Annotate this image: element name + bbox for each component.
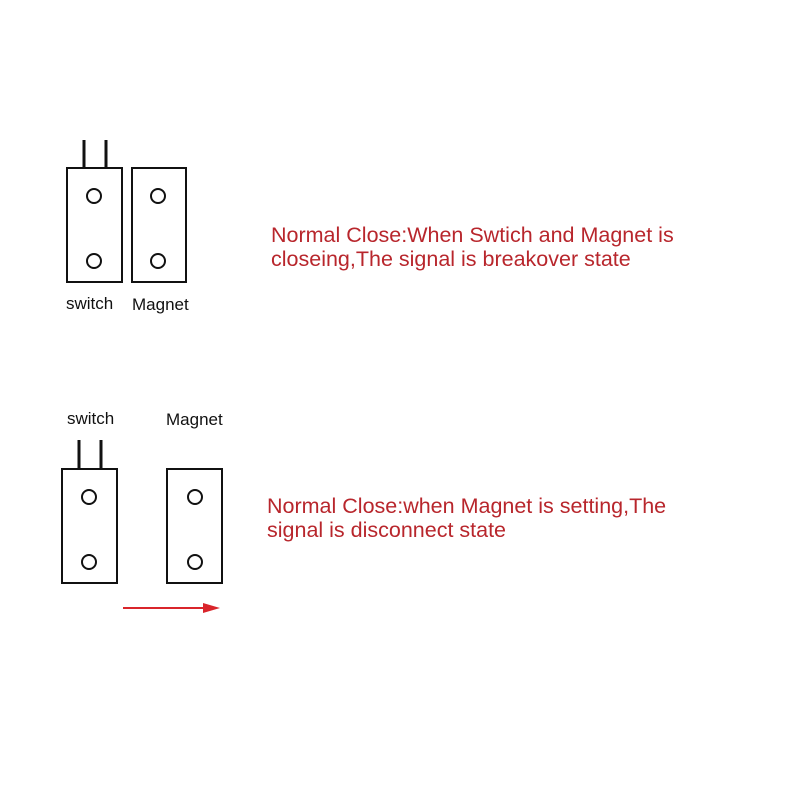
closed-magnet — [131, 167, 187, 283]
magnet-hole — [150, 253, 166, 269]
description-line: closeing,The signal is breakover state — [271, 246, 631, 271]
description-line: signal is disconnect state — [267, 517, 507, 542]
closed-switch — [66, 140, 123, 283]
magnet-label: Magnet — [132, 295, 189, 314]
switch-body — [66, 167, 123, 283]
magnet-hole — [187, 554, 203, 570]
magnet-body — [166, 468, 223, 584]
switch-hole — [86, 253, 102, 269]
switch-body — [61, 468, 118, 584]
arrow-right-icon — [123, 603, 220, 613]
switch-hole — [81, 489, 97, 505]
magnet-hole — [150, 188, 166, 204]
switch-hole — [81, 554, 97, 570]
switch-hole — [86, 188, 102, 204]
magnet-label: Magnet — [166, 410, 223, 429]
magnet-hole — [187, 489, 203, 505]
open-description: Normal Close:when Magnet is setting,The … — [267, 494, 667, 542]
description-line: Normal Close:When Swtich and Magnet is — [271, 223, 674, 247]
closed-description: Normal Close:When Swtich and Magnet is c… — [271, 223, 674, 271]
magnet-body — [131, 167, 187, 283]
switch-label: switch — [66, 294, 114, 313]
open-switch — [61, 440, 118, 584]
switch-label: switch — [67, 409, 115, 428]
description-line: Normal Close:when Magnet is setting,The — [267, 494, 667, 518]
open-magnet — [166, 468, 223, 584]
